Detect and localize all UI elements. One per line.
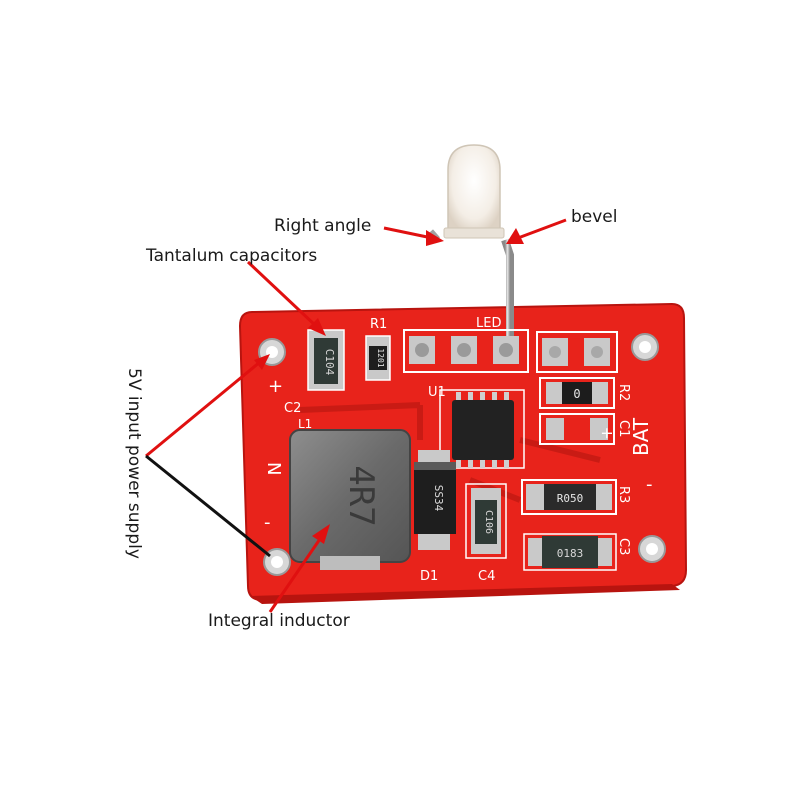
silk-r1: R1 [370, 317, 387, 332]
diode-d1: SS34 [414, 450, 456, 550]
silkscreen-labels: R1 LED C2 L1 U1 R2 C1 + BAT - R3 C3 D1 C… [263, 316, 653, 584]
arrow-power-minus [145, 454, 271, 558]
ic-u1 [439, 389, 525, 469]
cap-c4-marking: C106 [483, 510, 494, 534]
silk-bat: BAT [629, 417, 653, 456]
arrow-inductor [268, 535, 324, 613]
silk-u1: U1 [428, 385, 446, 400]
resistor-r2-marking: 0 [573, 387, 580, 401]
annotation-bevel: bevel [571, 207, 618, 227]
silk-plus-right: + [597, 427, 616, 440]
silk-n: N [263, 462, 284, 475]
annotation-tantalum-capacitors: Tantalum capacitors [146, 246, 318, 266]
silk-r3: R3 [616, 486, 631, 503]
silk-c1: C1 [616, 420, 631, 437]
silk-c3: C3 [616, 538, 631, 555]
silk-c4: C4 [478, 569, 495, 584]
silk-minus-right: - [646, 474, 653, 495]
cap-c3-marking: 0183 [557, 547, 584, 560]
unpopulated-pads [536, 331, 618, 373]
silk-r2: R2 [616, 384, 631, 401]
annotation-arrows [145, 218, 567, 613]
arrow-power-plus [145, 360, 261, 458]
silk-l1: L1 [298, 417, 312, 431]
capacitor-c3: 0183 [523, 533, 617, 571]
arrow-tantalum [246, 260, 318, 328]
tantalum-cap-marking: C104 [323, 349, 336, 376]
resistor-r1: 1201 [365, 335, 391, 381]
resistor-r1-marking: 1201 [376, 348, 385, 367]
capacitor-c1-pads [539, 413, 615, 445]
mounting-holes [258, 333, 666, 576]
arrow-right-angle [383, 226, 433, 240]
annotation-5v-input-power-supply: 5V input power supply [124, 368, 144, 559]
led-footprint [403, 329, 529, 373]
resistor-r3-marking: R050 [557, 492, 584, 505]
silk-minus-left: - [264, 512, 271, 533]
annotation-integral-inductor: Integral inductor [208, 611, 350, 631]
resistor-r3: R050 [521, 479, 617, 515]
arrow-bevel [517, 218, 567, 240]
capacitor-c4: C106 [465, 483, 507, 559]
tantalum-capacitor: C104 [307, 329, 345, 391]
resistor-r2: 0 [539, 377, 615, 409]
inductor: 4R7 [289, 429, 411, 570]
silk-c2: C2 [284, 401, 301, 416]
annotation-right-angle: Right angle [274, 216, 372, 236]
silk-d1: D1 [420, 569, 438, 584]
silk-plus-left: + [268, 376, 283, 397]
inductor-marking: 4R7 [341, 465, 381, 526]
diode-marking: SS34 [432, 485, 445, 512]
silk-led: LED [476, 316, 501, 331]
